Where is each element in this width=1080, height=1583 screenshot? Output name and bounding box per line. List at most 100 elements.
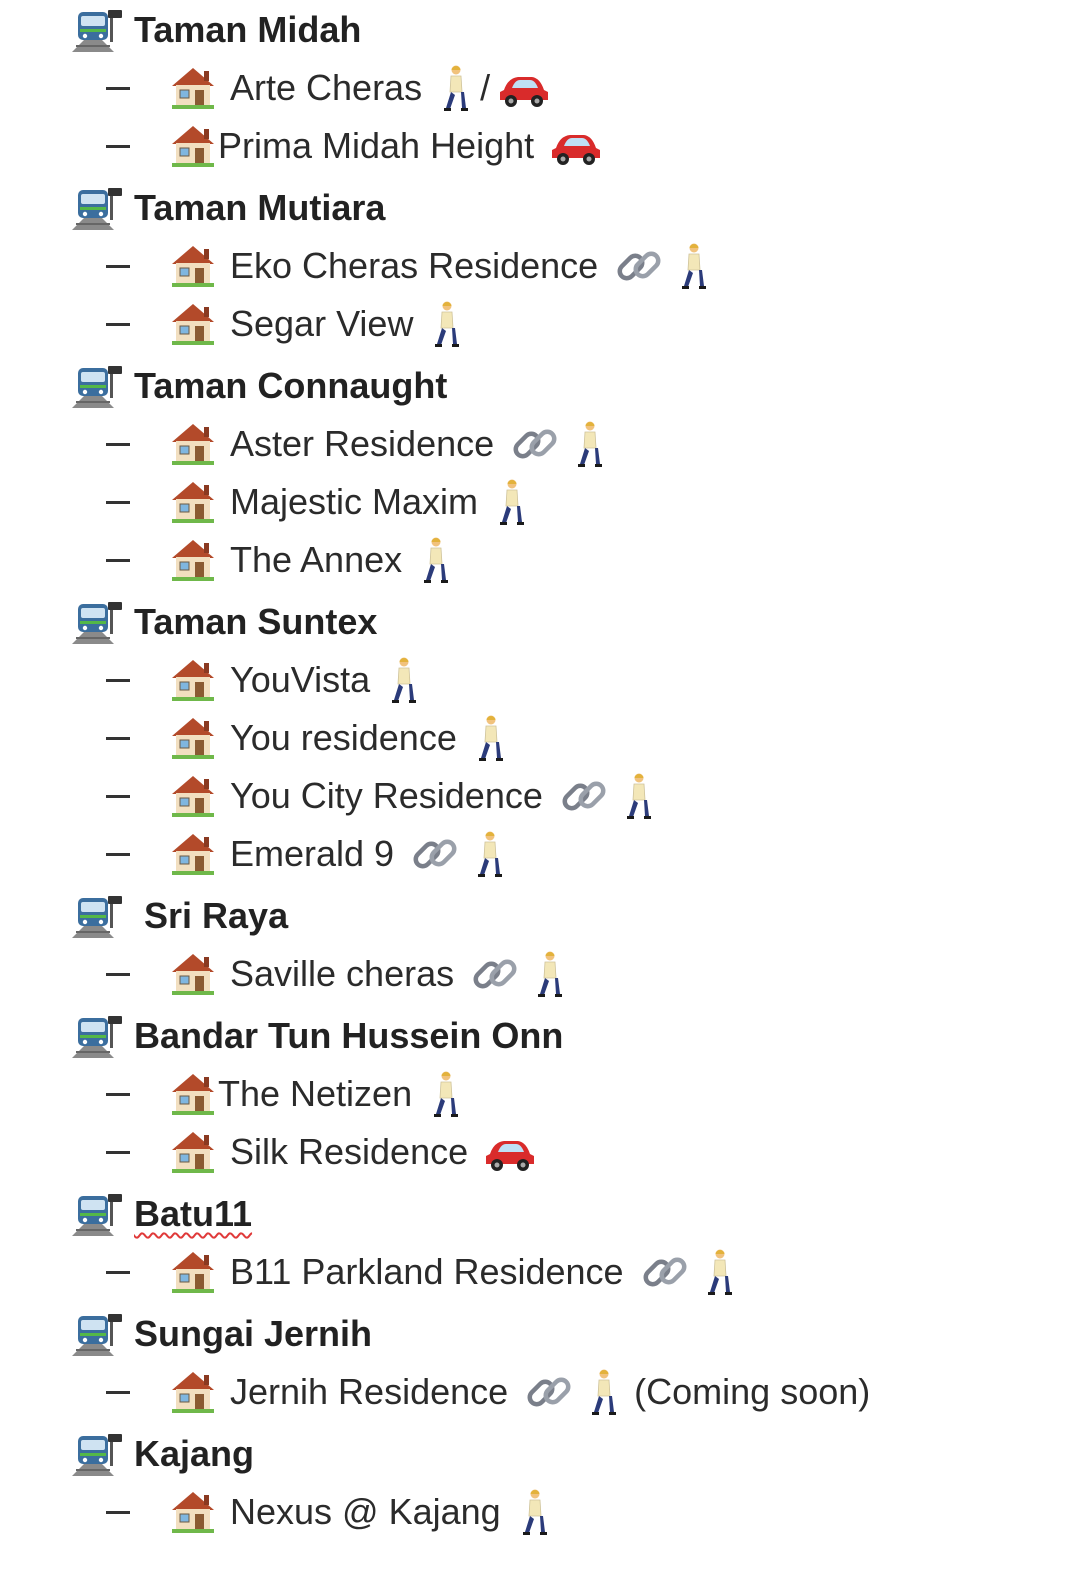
list-item: B11 Parkland Residence: [106, 1248, 742, 1296]
residence-name: The Netizen: [218, 1073, 413, 1114]
house-icon: [170, 302, 216, 346]
station-heading: Sungai Jernih: [70, 1310, 372, 1358]
dash-bullet: [106, 1390, 130, 1394]
residence-name: You residence: [230, 717, 457, 758]
house-icon: [170, 658, 216, 702]
list-item: Eko Cheras Residence: [106, 242, 716, 290]
car-icon: [498, 68, 550, 108]
station-name: Sri Raya: [144, 895, 289, 936]
list-item: Jernih Residence (Coming soon): [106, 1368, 870, 1416]
walking-person-icon: [704, 1248, 734, 1296]
train-station-icon: [70, 1432, 124, 1476]
train-station-icon: [70, 1312, 124, 1356]
list-item: You residence: [106, 714, 513, 762]
list-item: Majestic Maxim: [106, 478, 534, 526]
station-heading: Taman Connaught: [70, 362, 447, 410]
residence-name: Nexus @ Kajang: [230, 1491, 501, 1532]
train-station-icon: [70, 186, 124, 230]
station-name: Taman Midah: [134, 9, 362, 50]
train-station-icon: [70, 600, 124, 644]
link-icon: [470, 950, 520, 998]
walking-person-icon: [475, 714, 505, 762]
station-name: Taman Mutiara: [134, 187, 386, 228]
house-icon: [170, 1490, 216, 1534]
dash-bullet: [106, 736, 130, 740]
walking-person-icon: [534, 950, 564, 998]
house-icon: [170, 1130, 216, 1174]
dash-bullet: [106, 558, 130, 562]
link-icon: [559, 772, 609, 820]
link-icon: [510, 420, 560, 468]
list-item: Saville cheras: [106, 950, 572, 998]
residence-name: Aster Residence: [230, 423, 495, 464]
residence-name: The Annex: [230, 539, 403, 580]
walking-person-icon: [388, 656, 418, 704]
list-item: Arte Cheras /: [106, 64, 556, 112]
house-icon: [170, 244, 216, 288]
station-name: Bandar Tun Hussein Onn: [134, 1015, 564, 1056]
dash-bullet: [106, 678, 130, 682]
walking-person-icon: [420, 536, 450, 584]
dash-bullet: [106, 442, 130, 446]
walking-person-icon: [519, 1488, 549, 1536]
link-icon: [640, 1248, 690, 1296]
walking-person-icon: [496, 478, 526, 526]
walking-person-icon: [623, 772, 653, 820]
walking-person-icon: [430, 1070, 460, 1118]
walking-person-icon: [678, 242, 708, 290]
house-icon: [170, 538, 216, 582]
station-heading: Taman Midah: [70, 6, 361, 54]
house-icon: [170, 952, 216, 996]
train-station-icon: [70, 1192, 124, 1236]
dash-bullet: [106, 144, 130, 148]
station-name: Taman Suntex: [134, 601, 378, 642]
dash-bullet: [106, 500, 130, 504]
residence-name: Silk Residence: [230, 1131, 469, 1172]
dash-bullet: [106, 1510, 130, 1514]
car-icon: [550, 126, 602, 166]
link-icon: [524, 1368, 574, 1416]
house-icon: [170, 66, 216, 110]
train-station-icon: [70, 894, 124, 938]
residence-name: B11 Parkland Residence: [230, 1251, 624, 1292]
walking-person-icon: [431, 300, 461, 348]
list-item: The Annex: [106, 536, 458, 584]
dash-bullet: [106, 1270, 130, 1274]
walking-person-icon: [474, 830, 504, 878]
status-note: (Coming soon): [634, 1371, 871, 1412]
train-station-icon: [70, 1014, 124, 1058]
link-icon: [614, 242, 664, 290]
dash-bullet: [106, 86, 130, 90]
residence-name: Jernih Residence: [230, 1371, 509, 1412]
house-icon: [170, 832, 216, 876]
house-icon: [170, 1370, 216, 1414]
slash-separator: /: [480, 67, 491, 108]
train-station-icon: [70, 8, 124, 52]
car-icon: [484, 1132, 536, 1172]
list-item: Segar View: [106, 300, 469, 348]
house-icon: [170, 1250, 216, 1294]
residence-name: Prima Midah Height: [218, 125, 535, 166]
residence-name: Eko Cheras Residence: [230, 245, 599, 286]
station-heading: Kajang: [70, 1430, 254, 1478]
station-heading: Taman Mutiara: [70, 184, 385, 232]
dash-bullet: [106, 264, 130, 268]
list-item: Silk Residence: [106, 1128, 542, 1176]
list-item: Emerald 9: [106, 830, 512, 878]
house-icon: [170, 480, 216, 524]
dash-bullet: [106, 322, 130, 326]
station-heading: Taman Suntex: [70, 598, 377, 646]
residence-name: Majestic Maxim: [230, 481, 479, 522]
list-item: Aster Residence: [106, 420, 612, 468]
house-icon: [170, 1072, 216, 1116]
dash-bullet: [106, 1150, 130, 1154]
residence-name: YouVista: [230, 659, 371, 700]
station-name: Taman Connaught: [134, 365, 448, 406]
residence-name: Arte Cheras: [230, 67, 423, 108]
walking-person-icon: [440, 64, 470, 112]
dash-bullet: [106, 794, 130, 798]
station-name: Kajang: [134, 1433, 255, 1474]
station-heading: Bandar Tun Hussein Onn: [70, 1012, 563, 1060]
residence-name: Saville cheras: [230, 953, 455, 994]
house-icon: [170, 774, 216, 818]
